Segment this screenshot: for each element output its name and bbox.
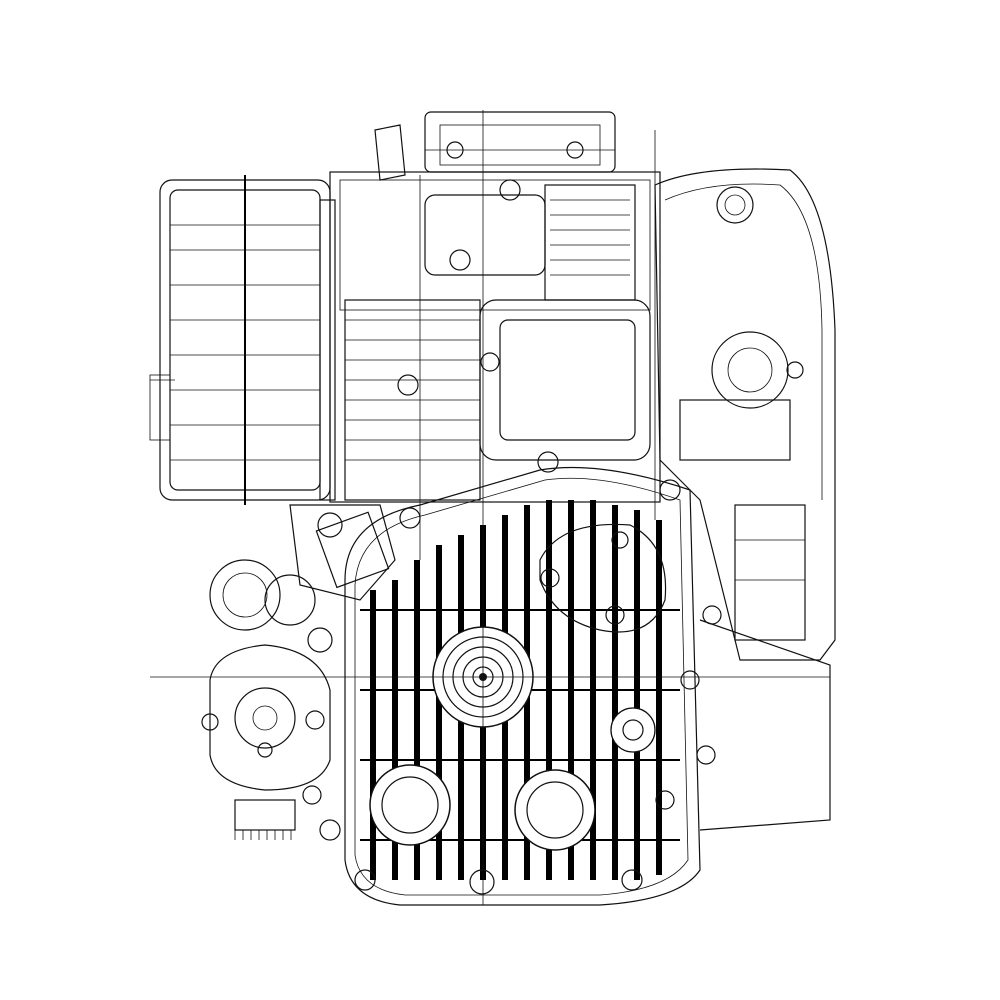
crankcase: [344, 466, 701, 906]
perimeter-bolts: [302, 451, 722, 895]
head-fins: [550, 199, 630, 276]
cylinder-fins: [344, 299, 481, 501]
air-cleaner: [149, 175, 336, 505]
air-cleaner-ribs: [170, 224, 320, 461]
muffler: [654, 168, 836, 831]
construction-lines: [150, 110, 830, 905]
cylinder-head: [329, 111, 661, 503]
left-accessories: [201, 504, 396, 840]
bottom-left-ticks: [234, 830, 292, 840]
lower-bosses: [369, 707, 656, 851]
cover-plate: [479, 299, 651, 461]
governor-plate: [539, 523, 667, 633]
